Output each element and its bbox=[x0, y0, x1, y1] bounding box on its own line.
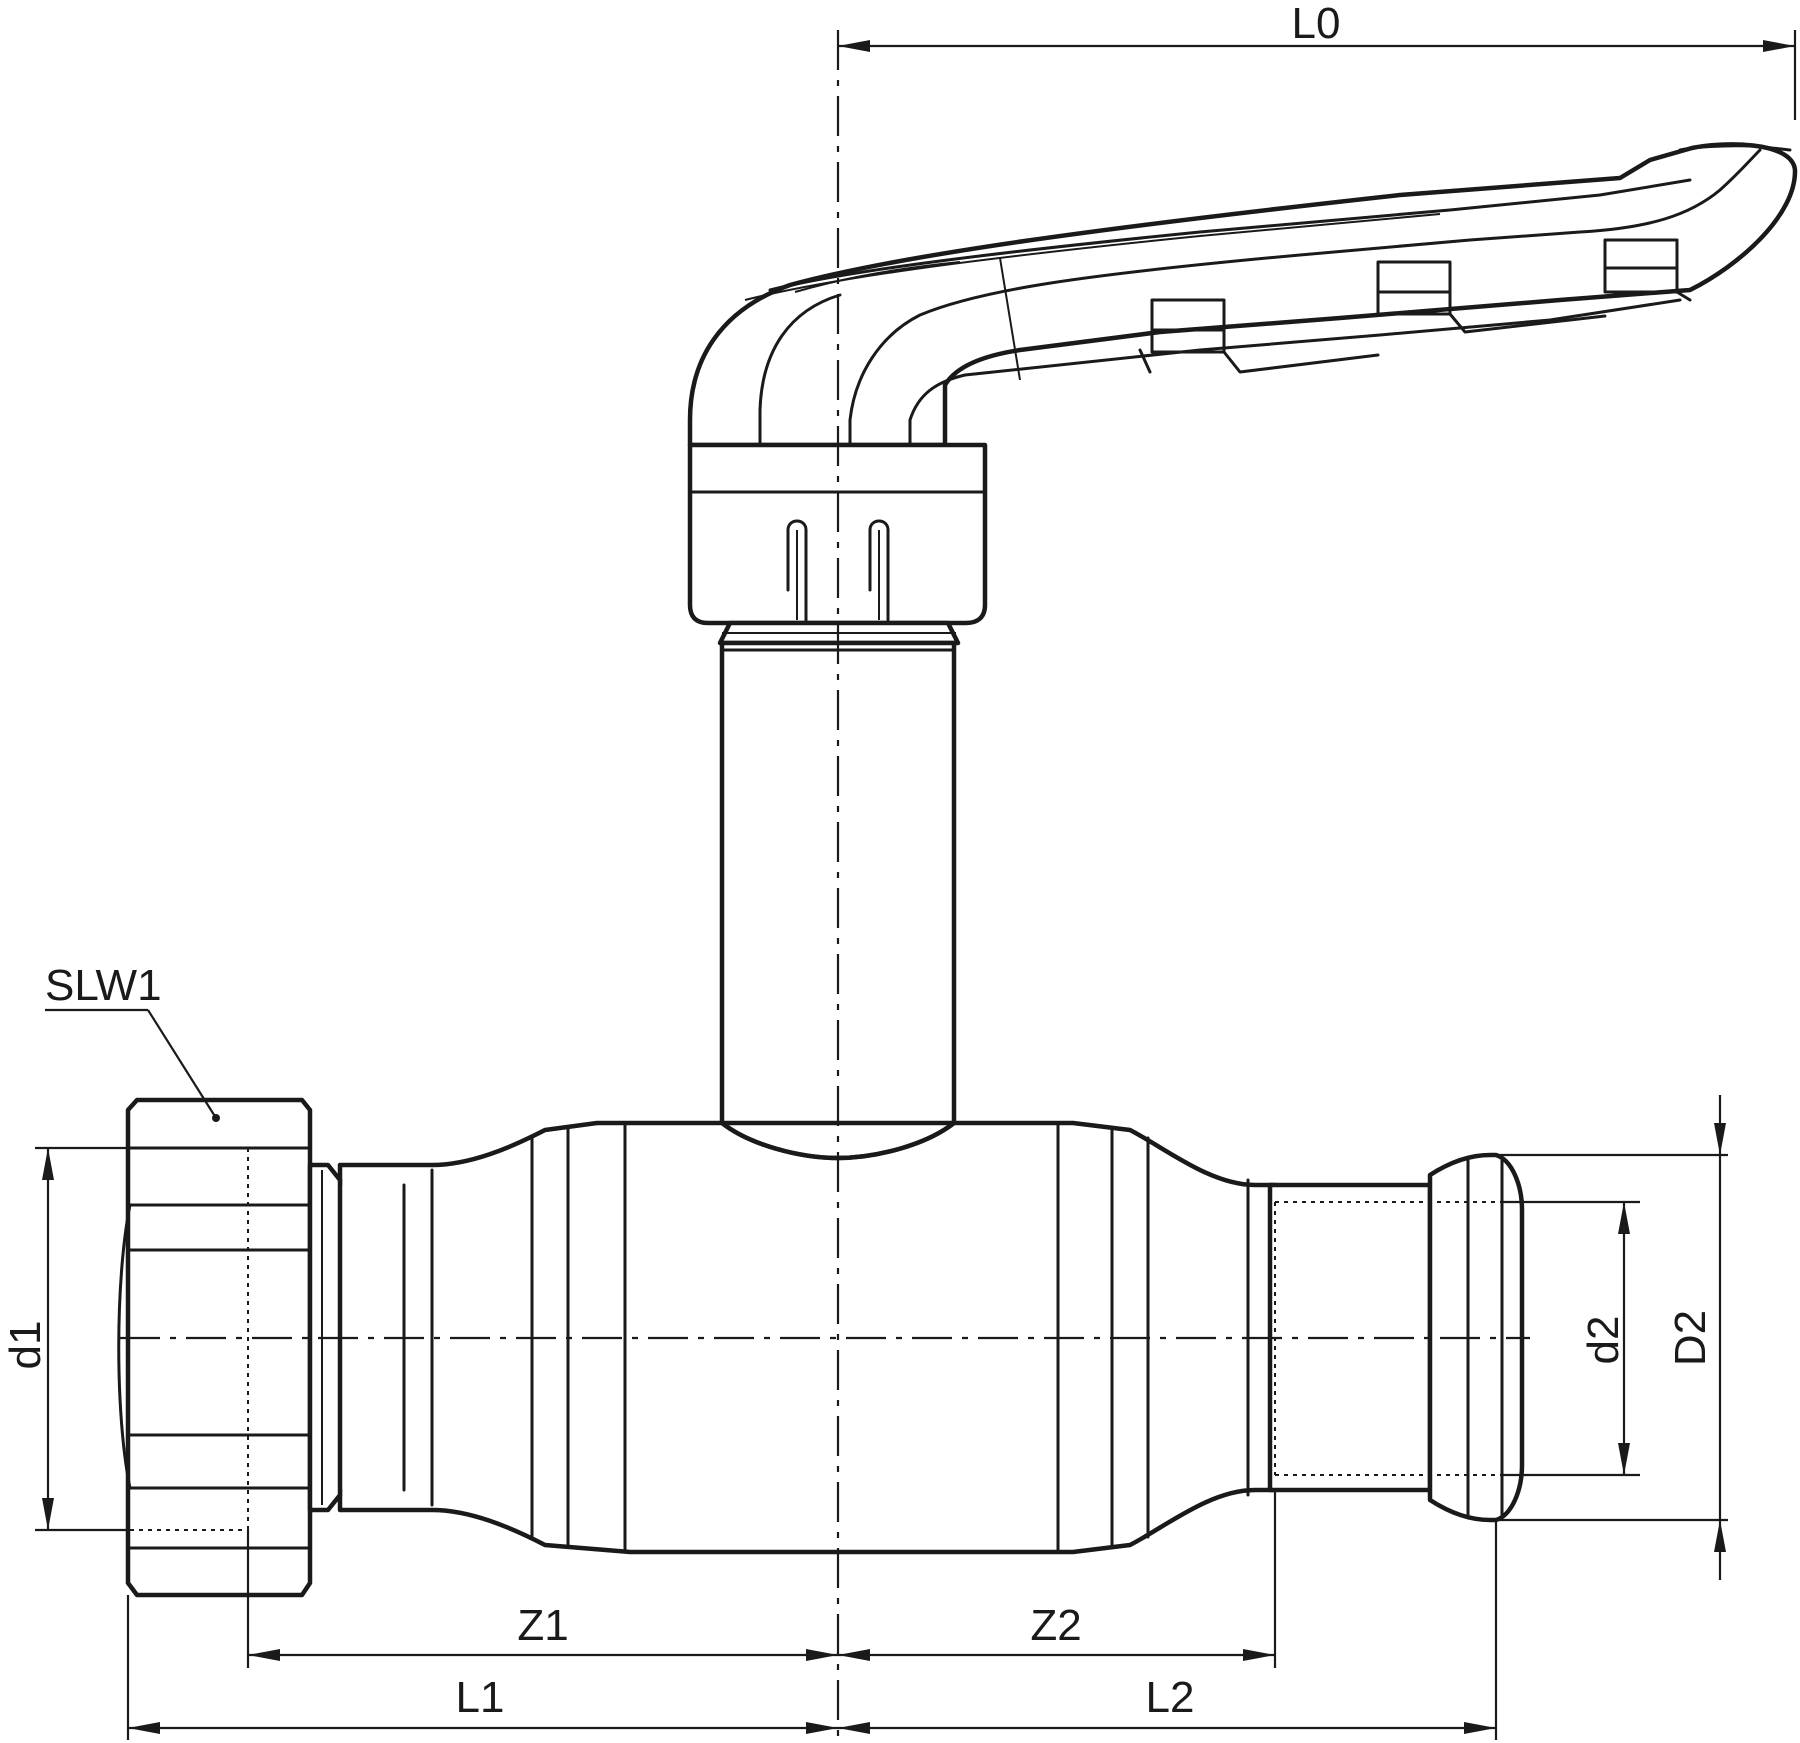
union-nut-left bbox=[117, 1097, 343, 1598]
grip-ribs bbox=[999, 238, 1692, 381]
dimension-d1: d1 bbox=[1, 1146, 130, 1532]
callout-SLW1: SLW1 bbox=[45, 961, 220, 1122]
label-L2: L2 bbox=[1146, 1673, 1195, 1722]
dimension-Z1: Z1 bbox=[246, 1530, 838, 1668]
label-L0: L0 bbox=[1292, 0, 1341, 48]
label-Z1: Z1 bbox=[517, 1601, 568, 1650]
center-lines bbox=[120, 30, 1530, 1740]
label-D2: D2 bbox=[1666, 1310, 1715, 1366]
dimension-L1: L1 bbox=[126, 1595, 838, 1740]
dimension-L0: L0 bbox=[838, 0, 1797, 120]
label-L1: L1 bbox=[456, 1673, 505, 1722]
dimension-L2: L2 bbox=[838, 1520, 1498, 1740]
label-d1: d1 bbox=[1, 1321, 50, 1370]
label-Z2: Z2 bbox=[1030, 1601, 1081, 1650]
label-SLW1: SLW1 bbox=[45, 961, 162, 1010]
dimension-D2: D2 bbox=[1496, 1095, 1728, 1580]
dimension-d2: d2 bbox=[1500, 1200, 1640, 1477]
lever-handle bbox=[687, 142, 1798, 448]
label-d2: d2 bbox=[1579, 1316, 1628, 1365]
dimension-Z2: Z2 bbox=[838, 1490, 1277, 1668]
